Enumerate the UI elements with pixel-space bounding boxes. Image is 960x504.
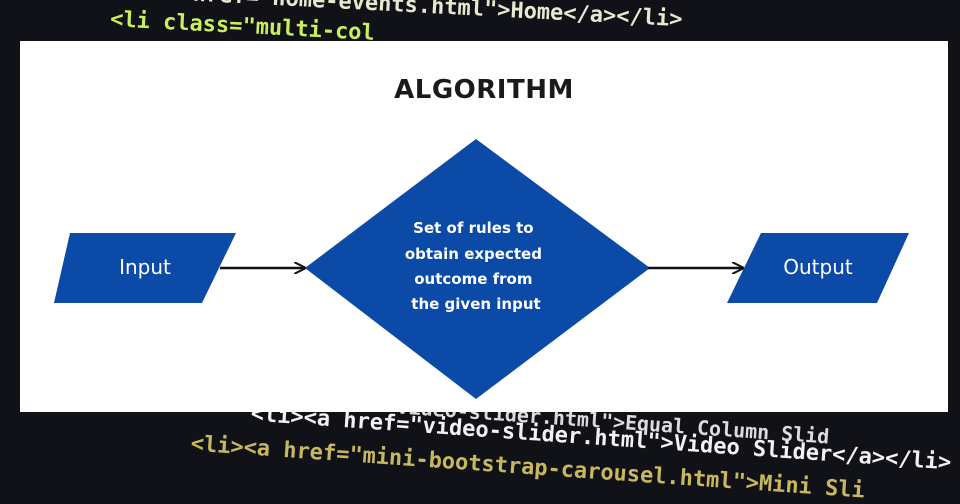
process-label-line: Set of rules to: [413, 219, 533, 237]
output-shape: [727, 233, 909, 303]
diagram-card: ALGORITHM Input Set of rules to obtain e…: [20, 41, 948, 412]
input-shape: [54, 233, 236, 303]
input-label: Input: [119, 255, 171, 279]
process-label: Set of rules to obtain expected outcome …: [405, 219, 547, 313]
process-label-line: outcome from: [414, 270, 532, 288]
diagram-title: ALGORITHM: [394, 75, 574, 105]
process-label-line: the given input: [411, 295, 540, 313]
flowchart: Input Set of rules to obtain expected ou…: [54, 139, 909, 399]
process-label-line: obtain expected: [405, 245, 542, 263]
process-diamond: [305, 139, 650, 399]
output-label: Output: [783, 255, 853, 279]
